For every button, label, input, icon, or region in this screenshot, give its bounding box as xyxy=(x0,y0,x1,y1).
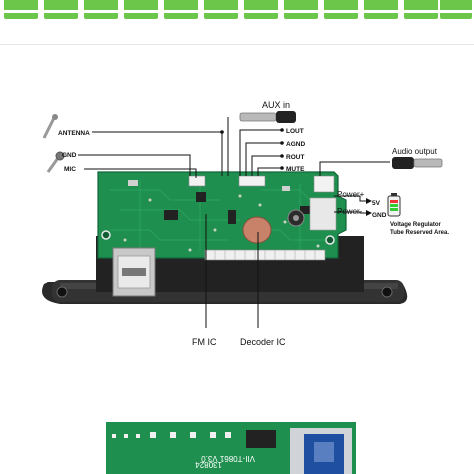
banner-tile xyxy=(44,0,78,19)
gnd-power-label: GND xyxy=(372,212,387,219)
banner-tile xyxy=(244,0,278,19)
decoder-ic-label: Decoder IC xyxy=(240,337,286,347)
banner-tile xyxy=(284,0,318,19)
top-banner xyxy=(0,0,474,26)
antenna-label: ANTENNA xyxy=(58,130,90,137)
battery-icon xyxy=(387,193,401,217)
mute-label: MUTE xyxy=(286,166,305,173)
audio-output-label: Audio output xyxy=(392,147,438,156)
separator xyxy=(0,44,474,45)
bottom-board-photo: VII-T0861 V3.0 130824 xyxy=(0,420,474,474)
banner-tile xyxy=(124,0,158,19)
rout-label: ROUT xyxy=(286,154,304,161)
banner-tile xyxy=(440,0,472,19)
mic-label: MIC xyxy=(64,166,76,173)
bottom-board-canvas: VII-T0861 V3.0 130824 xyxy=(106,422,356,474)
bottom-date-code: 130824 xyxy=(195,460,222,469)
banner-tile xyxy=(364,0,398,19)
agnd-label: AGND xyxy=(286,141,305,148)
audio-output-jack-icon xyxy=(392,157,443,169)
aux-in-label: AUX in xyxy=(262,100,290,110)
banner-tile xyxy=(84,0,118,19)
pcb-board xyxy=(97,171,347,297)
power-plus-label: Power+ xyxy=(337,190,365,199)
fm-ic-label: FM IC xyxy=(192,337,217,347)
antenna-icon xyxy=(42,114,58,139)
voltage-regulator-label: Voltage Regulator xyxy=(390,222,442,228)
banner-tile xyxy=(324,0,358,19)
tube-reserved-area-label: Tube Reserved Area. xyxy=(390,230,449,236)
banner-tile xyxy=(404,0,438,19)
banner-tile xyxy=(164,0,198,19)
power-minus-label: Power- xyxy=(337,207,363,216)
microphone-icon xyxy=(46,151,65,173)
banner-tile xyxy=(204,0,238,19)
aux-jack-icon xyxy=(239,111,296,123)
5v-label: 5V xyxy=(372,200,381,207)
lout-label: LOUT xyxy=(286,128,304,135)
banner-tile xyxy=(4,0,38,19)
bottom-silkscreen: VII-T0861 V3.0 xyxy=(201,454,255,463)
gnd-label: GND xyxy=(62,152,77,159)
